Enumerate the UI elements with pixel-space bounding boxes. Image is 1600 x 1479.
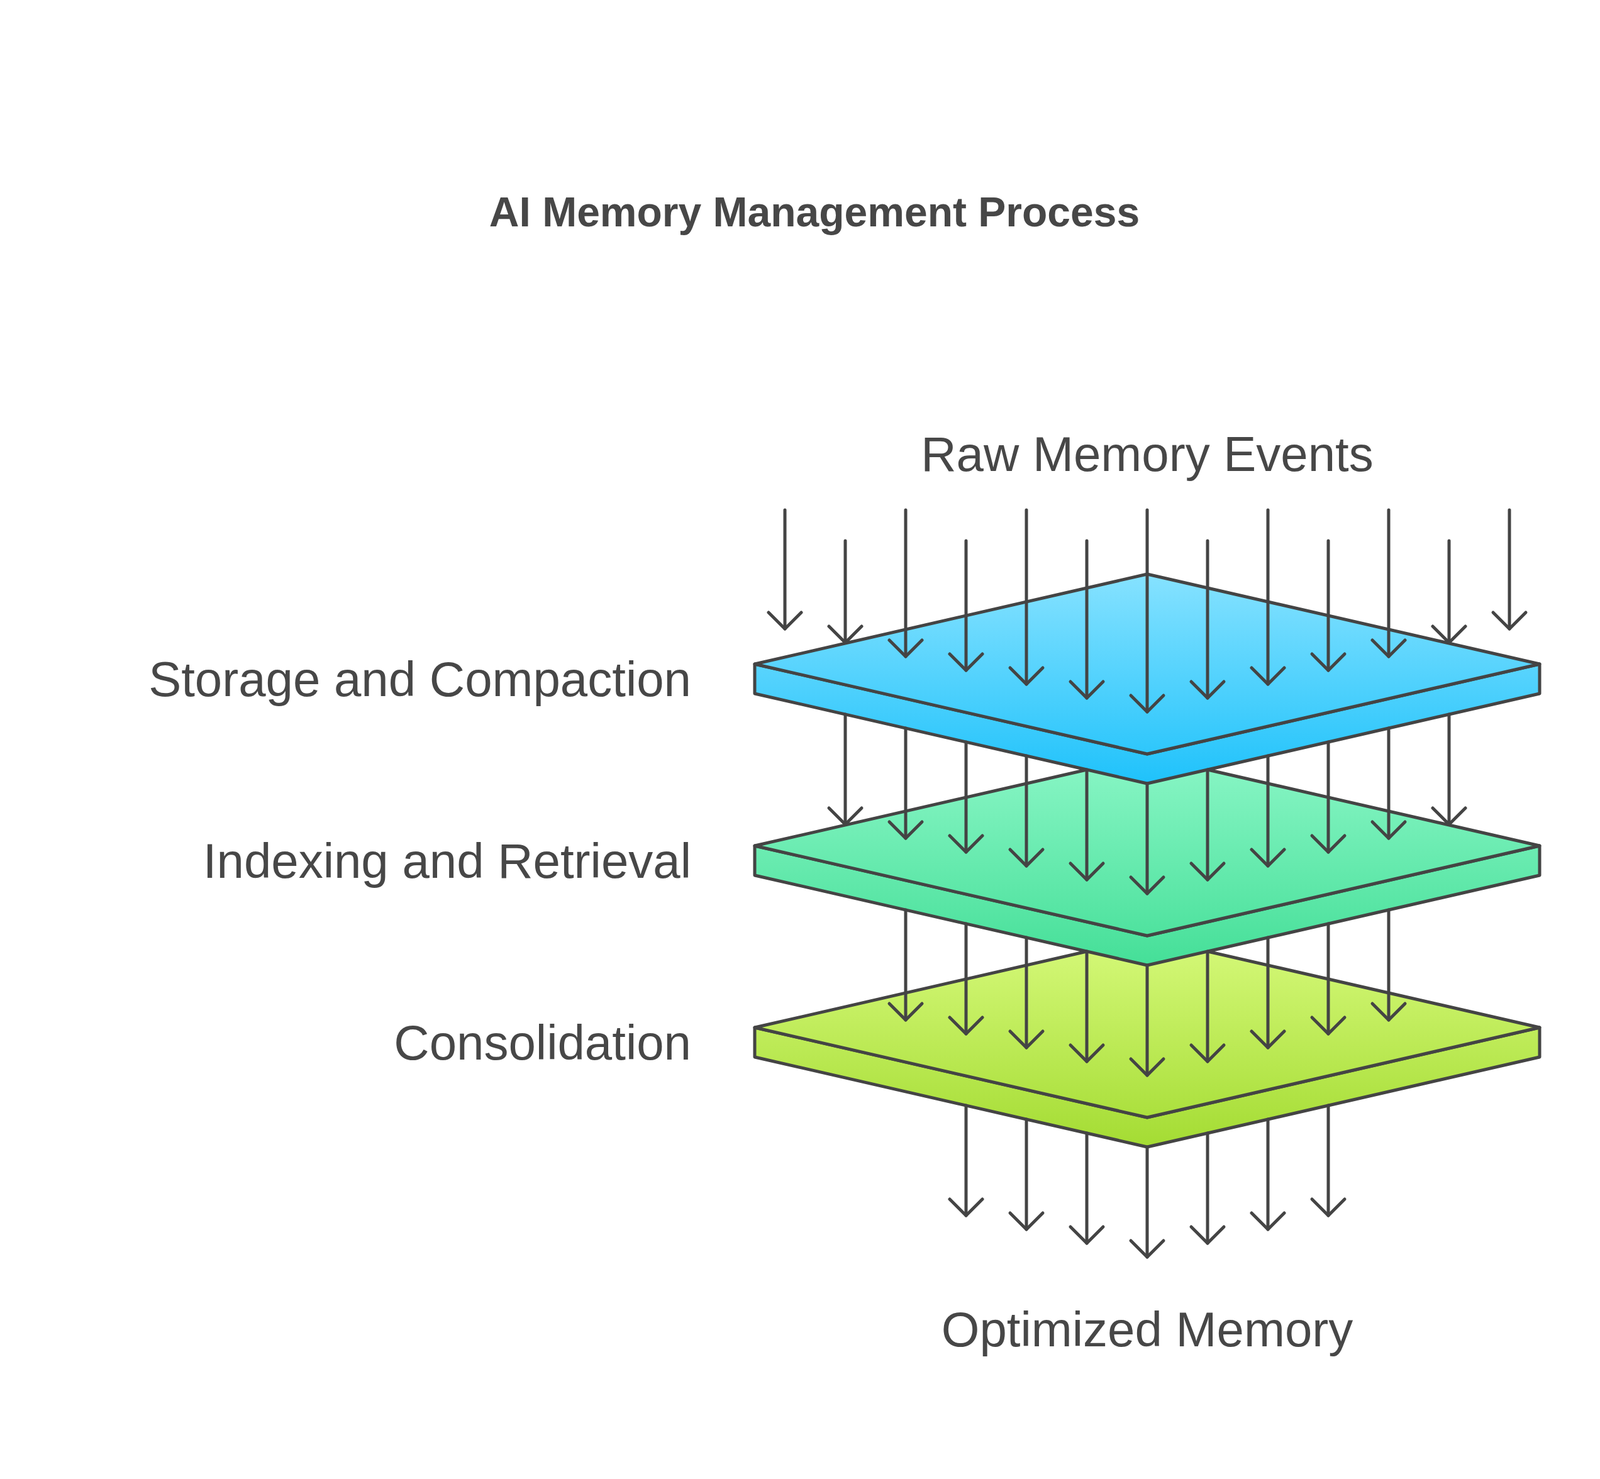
input-arrow-shaft xyxy=(1508,510,1512,629)
output-arrow-head xyxy=(949,1199,983,1216)
output-arrow-shaft xyxy=(964,1105,968,1216)
output-arrow-shaft xyxy=(1206,1133,1210,1244)
layer-label: Indexing and Retrieval xyxy=(203,832,692,890)
output-arrow-shaft xyxy=(1327,1105,1331,1216)
layer-top xyxy=(754,937,1540,1118)
input-arrow-shaft xyxy=(783,510,787,629)
flow-label: Raw Memory Events xyxy=(769,425,1525,484)
flow-arrow-shaft xyxy=(1447,714,1451,825)
output-arrow-head xyxy=(1070,1227,1104,1244)
memory-layer: Storage and Compaction xyxy=(749,569,1545,789)
output-arrow-head xyxy=(1010,1213,1043,1230)
output-arrow-shaft xyxy=(1025,1119,1029,1230)
output-arrow-head xyxy=(1191,1227,1224,1244)
input-arrow-head xyxy=(1493,612,1526,629)
flow-arrow-shaft xyxy=(844,714,848,825)
input-arrow-shaft xyxy=(1447,540,1451,643)
layer-slab xyxy=(749,569,1545,789)
output-arrow-head xyxy=(1251,1213,1285,1230)
layer-label: Consolidation xyxy=(393,1013,692,1072)
output-arrow-head xyxy=(1130,1240,1164,1258)
output-arrow-shaft xyxy=(1266,1119,1270,1230)
layer-top xyxy=(754,755,1540,936)
diagram-title: AI Memory Management Process xyxy=(248,186,1381,238)
output-arrow-shaft xyxy=(1085,1133,1089,1244)
flow-label: Optimized Memory xyxy=(769,1300,1525,1359)
layer-label: Storage and Compaction xyxy=(148,650,692,709)
output-arrow-head xyxy=(1311,1199,1345,1216)
layer-top xyxy=(754,574,1540,755)
input-arrow-shaft xyxy=(844,540,848,643)
input-arrow-head xyxy=(768,612,802,629)
output-arrow-shaft xyxy=(1145,1147,1150,1258)
